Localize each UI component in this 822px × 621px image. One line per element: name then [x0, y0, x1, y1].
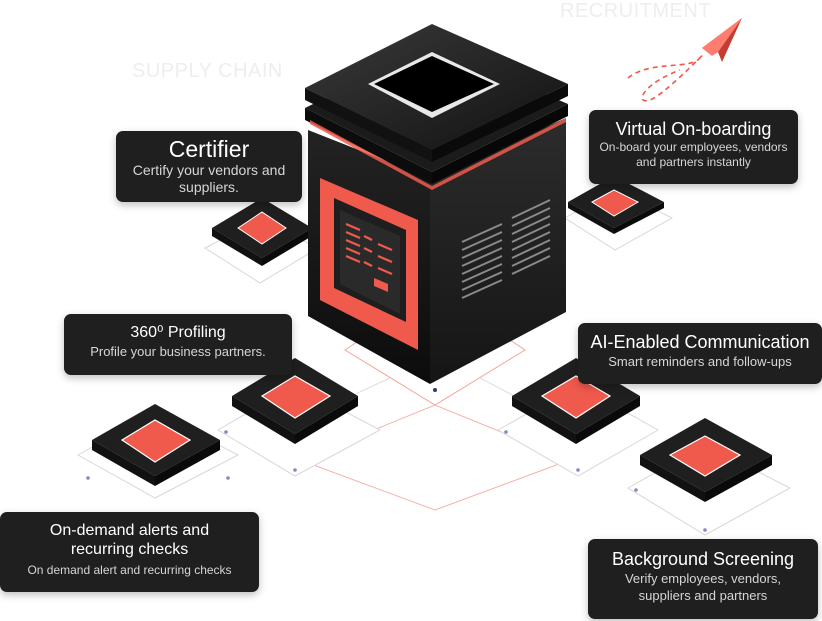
card-virtual-onboarding-title: Virtual On-boarding: [615, 119, 772, 139]
card-profiling-subtitle: Profile your business partners.: [90, 344, 266, 359]
card-virtual-onboarding: Virtual On-boarding On-board your employ…: [589, 110, 798, 184]
node-background-screening: [627, 418, 792, 536]
card-alerts: On-demand alerts and recurring checks On…: [0, 512, 259, 592]
card-background-screening: Background Screening Verify employees, v…: [588, 539, 818, 619]
card-alerts-title: On-demand alerts and recurring checks: [49, 522, 210, 558]
card-alerts-subtitle: On demand alert and recurring checks: [27, 563, 232, 577]
node-virtual-onboarding: [564, 176, 674, 251]
node-certifier: [203, 198, 320, 284]
card-certifier: Certifier Certify your vendors and suppl…: [116, 131, 302, 202]
card-profiling-title: 360⁰ Profiling: [130, 324, 226, 341]
card-background-screening-subtitle: Verify employees, vendors, suppliers and…: [624, 571, 782, 603]
card-certifier-title: Certifier: [168, 136, 250, 162]
card-ai-communication-subtitle: Smart reminders and follow-ups: [608, 354, 792, 369]
ghost-label-supply-chain: SUPPLY CHAIN: [132, 60, 283, 82]
card-background-screening-title: Background Screening: [611, 549, 795, 569]
paper-plane-icon: [627, 18, 742, 102]
card-ai-communication: AI-Enabled Communication Smart reminders…: [578, 323, 822, 384]
server-hub-icon: [305, 24, 568, 392]
node-profiling: [217, 358, 382, 477]
card-virtual-onboarding-subtitle: On-board your employees, vendors and par…: [599, 140, 788, 169]
node-alerts: [76, 404, 240, 499]
ghost-label-recruitment: RECRUITMENT: [560, 0, 712, 22]
card-ai-communication-title: AI-Enabled Communication: [590, 332, 810, 352]
card-certifier-subtitle: Certify your vendors and suppliers.: [132, 162, 286, 195]
card-profiling: 360⁰ Profiling Profile your business par…: [64, 314, 292, 375]
